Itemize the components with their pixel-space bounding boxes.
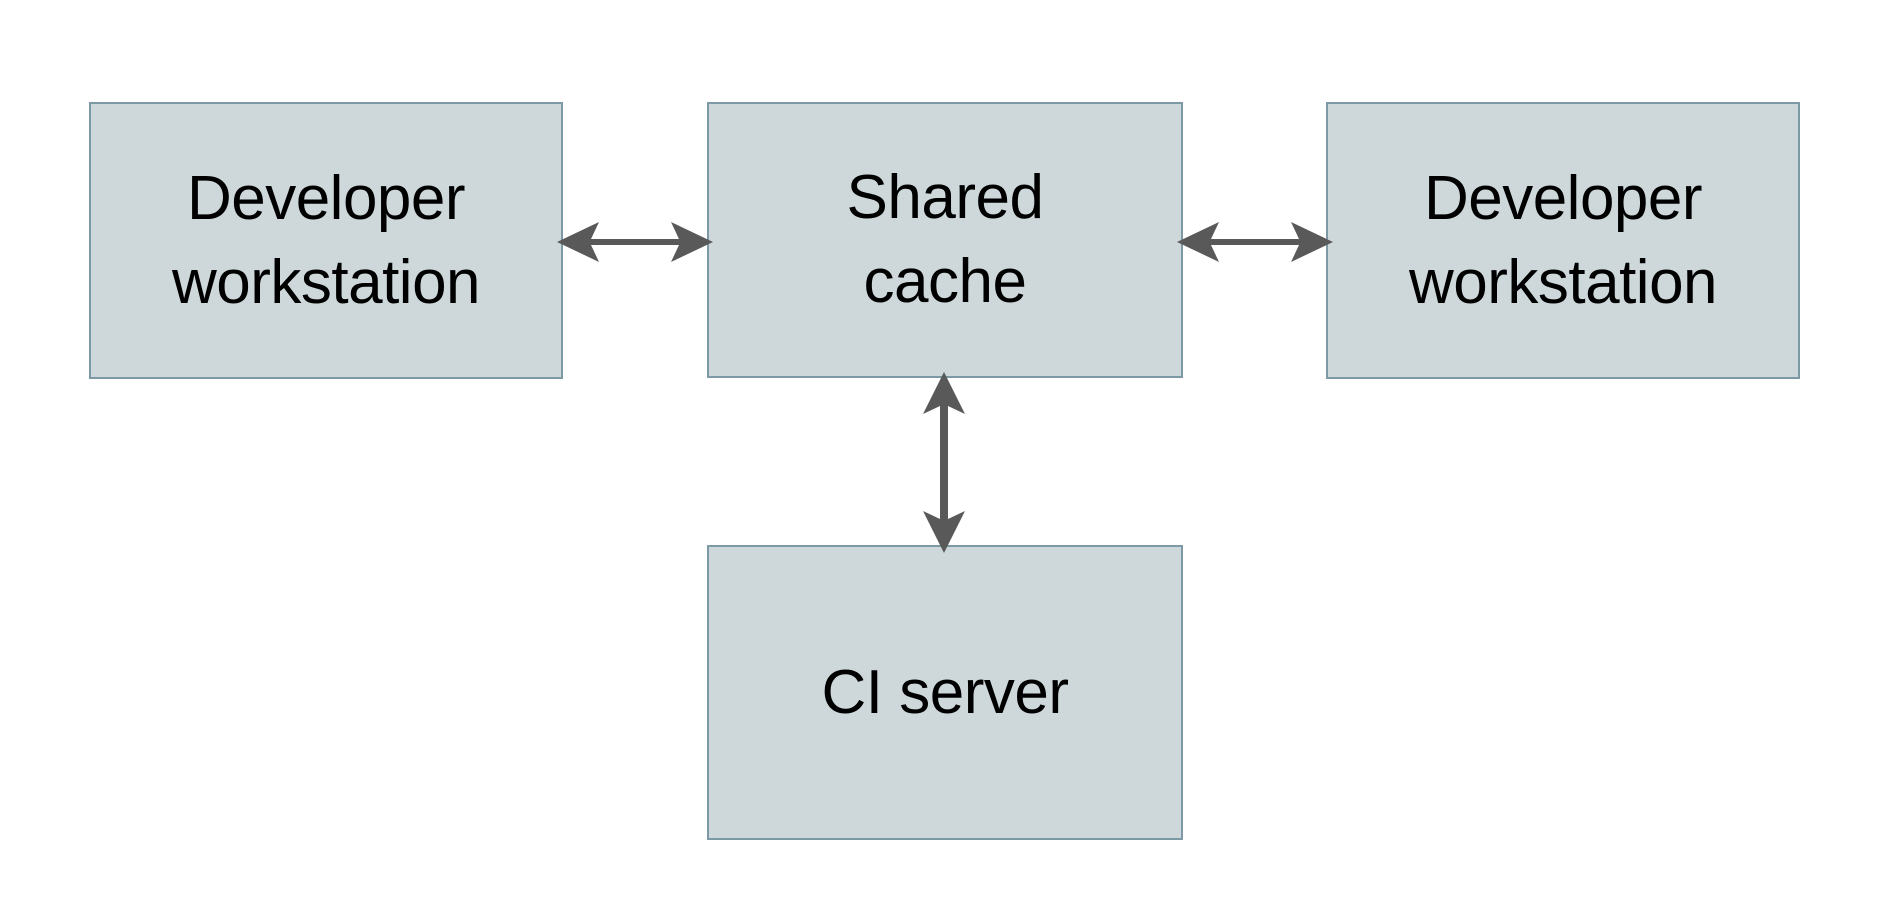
node-label-shared-cache: Shared cache <box>846 163 1044 316</box>
double-arrow-vertical-icon <box>923 372 965 553</box>
node-ci-server[interactable]: CI server <box>707 545 1183 840</box>
node-developer-workstation-left[interactable]: Developer workstation <box>89 102 563 379</box>
connector-shared-cache-to-ci-server[interactable] <box>908 370 980 555</box>
connector-dev-left-to-shared-cache[interactable] <box>555 206 715 278</box>
node-label-developer-workstation-right: Developer workstation <box>1408 163 1718 317</box>
node-shared-cache[interactable]: Shared cache <box>707 102 1183 378</box>
connector-shared-cache-to-dev-right[interactable] <box>1175 206 1335 278</box>
node-label-ci-server: CI server <box>821 657 1069 727</box>
node-developer-workstation-right[interactable]: Developer workstation <box>1326 102 1800 379</box>
double-arrow-horizontal-icon <box>557 222 713 262</box>
node-label-developer-workstation-left: Developer workstation <box>171 163 481 317</box>
double-arrow-horizontal-icon <box>1177 222 1333 262</box>
